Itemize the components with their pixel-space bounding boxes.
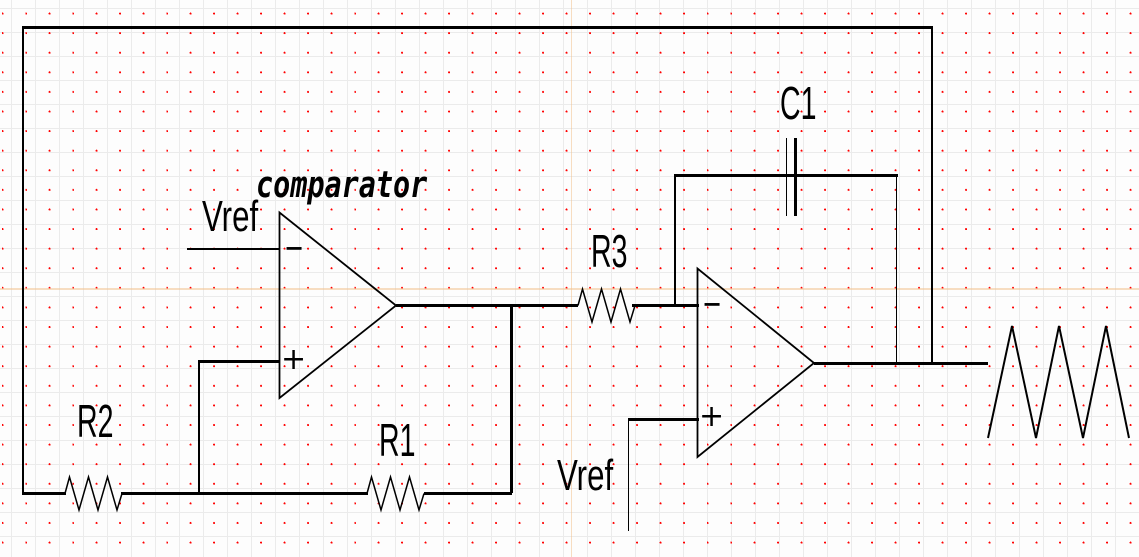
comparator-plus-input-sign: + xyxy=(281,342,307,377)
integrator-plus-input-sign: + xyxy=(699,399,725,434)
comparator-annotation: comparator xyxy=(256,165,428,206)
label-r3: R3 xyxy=(591,225,628,277)
grid-axis-vertical xyxy=(570,0,572,557)
wire-vref-right-stub xyxy=(627,419,629,531)
comparator-opamp-symbol xyxy=(278,210,398,400)
label-vref-left: Vref xyxy=(202,192,259,241)
resistor-r3-zigzag xyxy=(577,286,636,325)
wire-comparator-output xyxy=(396,304,578,307)
integrator-opamp-triangle xyxy=(696,266,816,459)
wire-bottom-segment-3 xyxy=(424,492,512,495)
wire-bottom-segment-2 xyxy=(121,492,368,495)
label-r2: R2 xyxy=(77,395,114,447)
wire-vref-left-stub xyxy=(187,248,280,250)
wire-bottom-segment-1 xyxy=(22,492,66,495)
integrator-minus-input-sign: − xyxy=(701,290,723,318)
wire-feedback-top xyxy=(22,26,933,29)
capacitor-c1-plate-left xyxy=(786,138,788,216)
resistor-r1-symbol xyxy=(366,474,425,513)
label-vref-right: Vref xyxy=(557,451,614,500)
wire-comparator-plus-horizontal xyxy=(198,360,280,363)
label-r1: R1 xyxy=(379,414,416,466)
comparator-minus-input-sign: − xyxy=(283,234,305,262)
wire-feedback-junction-vertical xyxy=(510,305,513,493)
grid-axis-horizontal xyxy=(0,288,1139,290)
triangle-wave-output-icon xyxy=(987,325,1130,439)
wire-c1-right-vertical xyxy=(895,176,897,364)
resistor-r3-symbol xyxy=(577,286,636,325)
triangle-wave-trace xyxy=(987,325,1130,439)
integrator-opamp-symbol xyxy=(696,266,816,459)
wire-feedback-left xyxy=(22,26,24,495)
resistor-r2-symbol xyxy=(64,474,123,513)
wire-comparator-plus-vertical xyxy=(198,361,200,493)
resistor-r2-zigzag xyxy=(64,474,123,513)
wire-integrator-output xyxy=(814,362,988,365)
capacitor-c1-plate-right xyxy=(793,138,797,216)
wire-integrator-plus-horizontal xyxy=(628,418,699,421)
resistor-r1-zigzag xyxy=(366,474,425,513)
wire-feedback-right xyxy=(931,26,933,364)
wire-r3-to-integrator xyxy=(632,304,699,307)
comparator-opamp-triangle xyxy=(278,210,398,400)
label-c1: C1 xyxy=(780,77,817,129)
wire-c1-left-vertical xyxy=(674,176,676,306)
